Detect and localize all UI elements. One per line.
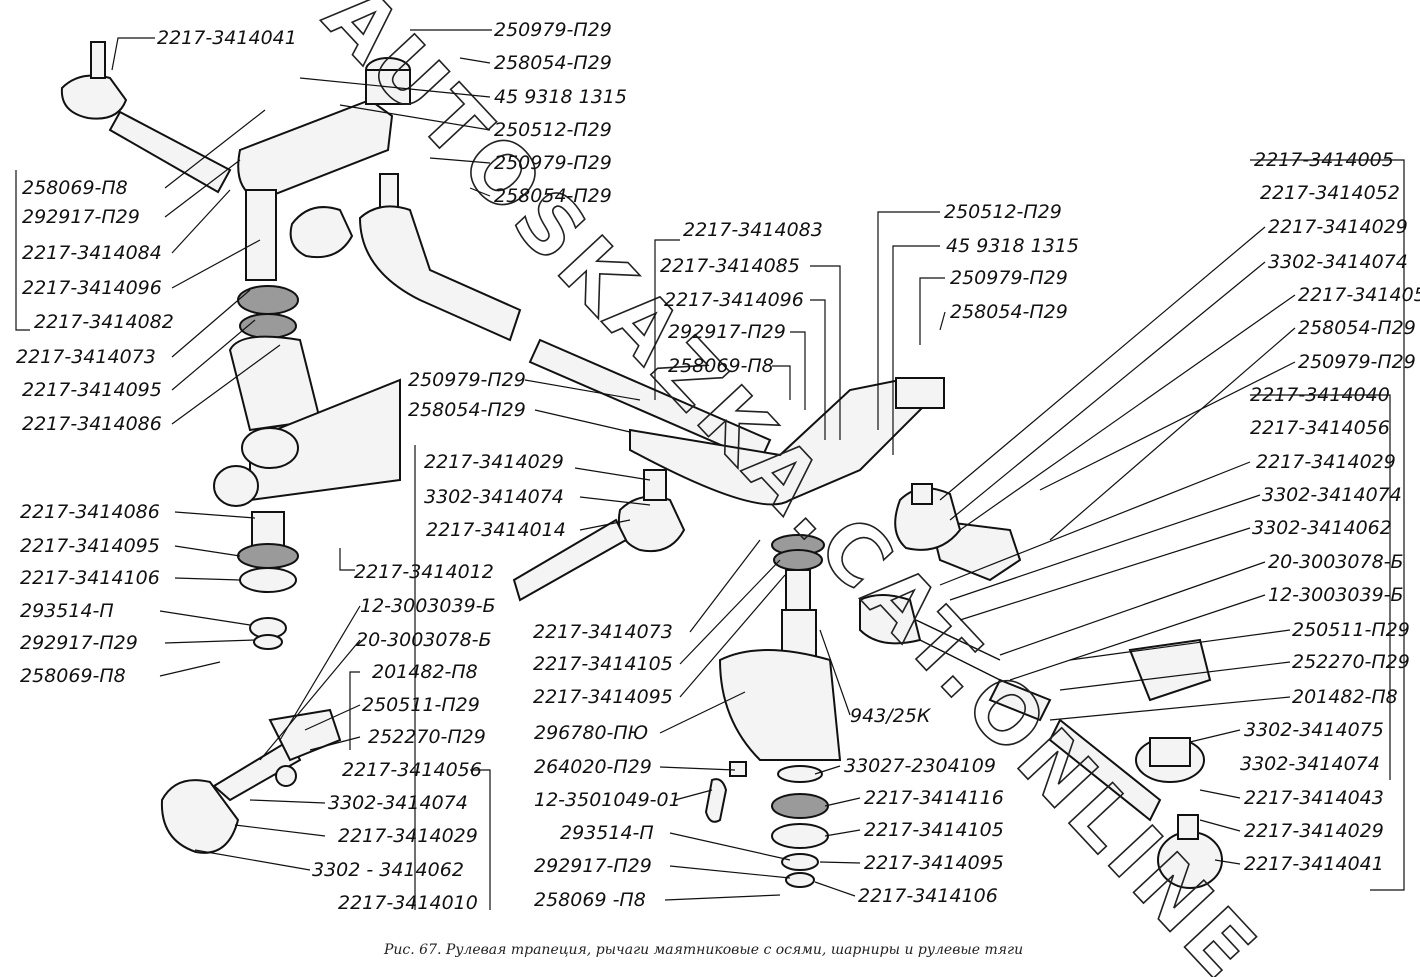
part-label: 2217-3414029 <box>338 825 478 847</box>
part-label: 3302-3414074 <box>1268 251 1408 273</box>
part-label: 2217-3414029 <box>1244 820 1384 842</box>
part-label: 252270-П29 <box>1292 651 1410 673</box>
part-label: 2217-3414095 <box>533 686 673 708</box>
part-label: 2217-3414012 <box>354 561 494 583</box>
part-label: 20-3003078-Б <box>1268 551 1404 573</box>
part-label: 258054-П29 <box>408 399 526 421</box>
part-label: 293514-П <box>20 600 114 622</box>
part-label: 2217-3414073 <box>533 621 673 643</box>
part-label: 33027-2304109 <box>844 755 996 777</box>
part-label: 2217-3414116 <box>864 787 1004 809</box>
part-label: 2217-3414096 <box>664 289 804 311</box>
part-label: 258054-П29 <box>950 301 1068 323</box>
part-label: 2217-3414105 <box>533 653 673 675</box>
part-label: 2217-3414085 <box>660 255 800 277</box>
part-label: 2217-3414084 <box>22 242 162 264</box>
figure-caption: Рис. 67. Рулевая трапеция, рычаги маятни… <box>383 942 1023 958</box>
part-label: 2217-3414014 <box>426 519 566 541</box>
part-label: 2217-3414082 <box>34 311 174 333</box>
part-label: 258069-П8 <box>668 355 774 377</box>
part-label: 2217-3414054 <box>1298 284 1420 306</box>
part-label: 293514-П <box>560 822 654 844</box>
part-label: 2217-3414086 <box>20 501 160 523</box>
part-label: 2217-3414106 <box>20 567 160 589</box>
part-label: 3302-3414075 <box>1244 719 1384 741</box>
part-label: 250512-П29 <box>944 201 1062 223</box>
part-label: 201482-П8 <box>372 661 478 683</box>
part-label: 2217-3414029 <box>1256 451 1396 473</box>
part-label: 2217-3414010 <box>338 892 478 914</box>
part-label: 250979-П29 <box>494 19 612 41</box>
part-label: 2217-3414096 <box>22 277 162 299</box>
part-label: 3302 - 3414062 <box>312 859 464 881</box>
part-label: 2217-3414052 <box>1260 182 1400 204</box>
part-label: 258054-П29 <box>494 52 612 74</box>
part-label: 943/25К <box>850 705 932 727</box>
part-label: 2217-3414041 <box>1244 853 1384 875</box>
part-label: 292917-П29 <box>20 632 138 654</box>
part-drawings <box>60 41 1223 889</box>
part-label: 250511-П29 <box>1292 619 1410 641</box>
part-label: 2217-3414005 <box>1254 149 1394 171</box>
part-label: 296780-ПЮ <box>534 722 648 744</box>
part-label: 250979-П29 <box>1298 351 1416 373</box>
part-label: 258054-П29 <box>494 185 612 207</box>
part-label: 2217-3414029 <box>1268 216 1408 238</box>
part-label: 12-3003039-Б <box>1268 584 1404 606</box>
part-label: 3302-3414074 <box>1262 484 1402 506</box>
part-label: 20-3003078-Б <box>356 629 492 651</box>
part-label: 2217-3414083 <box>683 219 823 241</box>
part-label: 12-3501049-01 <box>534 789 681 811</box>
part-label: 250511-П29 <box>362 694 480 716</box>
part-label: 250512-П29 <box>494 119 612 141</box>
part-label: 2217-3414043 <box>1244 787 1384 809</box>
part-label: 292917-П29 <box>668 321 786 343</box>
part-label: 2217-3414095 <box>864 852 1004 874</box>
leader-lines <box>15 29 1405 910</box>
part-label: 252270-П29 <box>368 726 486 748</box>
part-label: 2217-3414095 <box>22 379 162 401</box>
part-label: 45 9318 1315 <box>494 86 627 108</box>
part-label: 2217-3414095 <box>20 535 160 557</box>
part-label: 258069 -П8 <box>534 889 646 911</box>
part-label: 258069-П8 <box>20 665 126 687</box>
part-label: 292917-П29 <box>534 855 652 877</box>
part-label: 2217-3414040 <box>1250 384 1390 406</box>
part-label: 2217-3414105 <box>864 819 1004 841</box>
part-label: 258054-П29 <box>1298 317 1416 339</box>
part-label: 201482-П8 <box>1292 686 1398 708</box>
part-label: 2217-3414073 <box>16 346 156 368</box>
part-label: 2217-3414086 <box>22 413 162 435</box>
part-label: 2217-3414056 <box>1250 417 1390 439</box>
part-label: 2217-3414029 <box>424 451 564 473</box>
part-label: 12-3003039-Б <box>360 595 496 617</box>
part-label: 3302-3414074 <box>424 486 564 508</box>
part-label: 45 9318 1315 <box>946 235 1079 257</box>
part-labels: 2217-3414041 250979-П29 258054-П29 45 93… <box>16 19 1420 914</box>
part-label: 3302-3414062 <box>1252 517 1392 539</box>
part-label: 258069-П8 <box>22 177 128 199</box>
part-label: 250979-П29 <box>494 152 612 174</box>
part-label: 264020-П29 <box>534 756 652 778</box>
part-label: 2217-3414056 <box>342 759 482 781</box>
part-label: 250979-П29 <box>408 369 526 391</box>
part-label: 2217-3414041 <box>157 27 297 49</box>
part-label: 292917-П29 <box>22 206 140 228</box>
part-label: 3302-3414074 <box>328 792 468 814</box>
part-label: 2217-3414106 <box>858 885 998 907</box>
part-label: 3302-3414074 <box>1240 753 1380 775</box>
part-label: 250979-П29 <box>950 267 1068 289</box>
